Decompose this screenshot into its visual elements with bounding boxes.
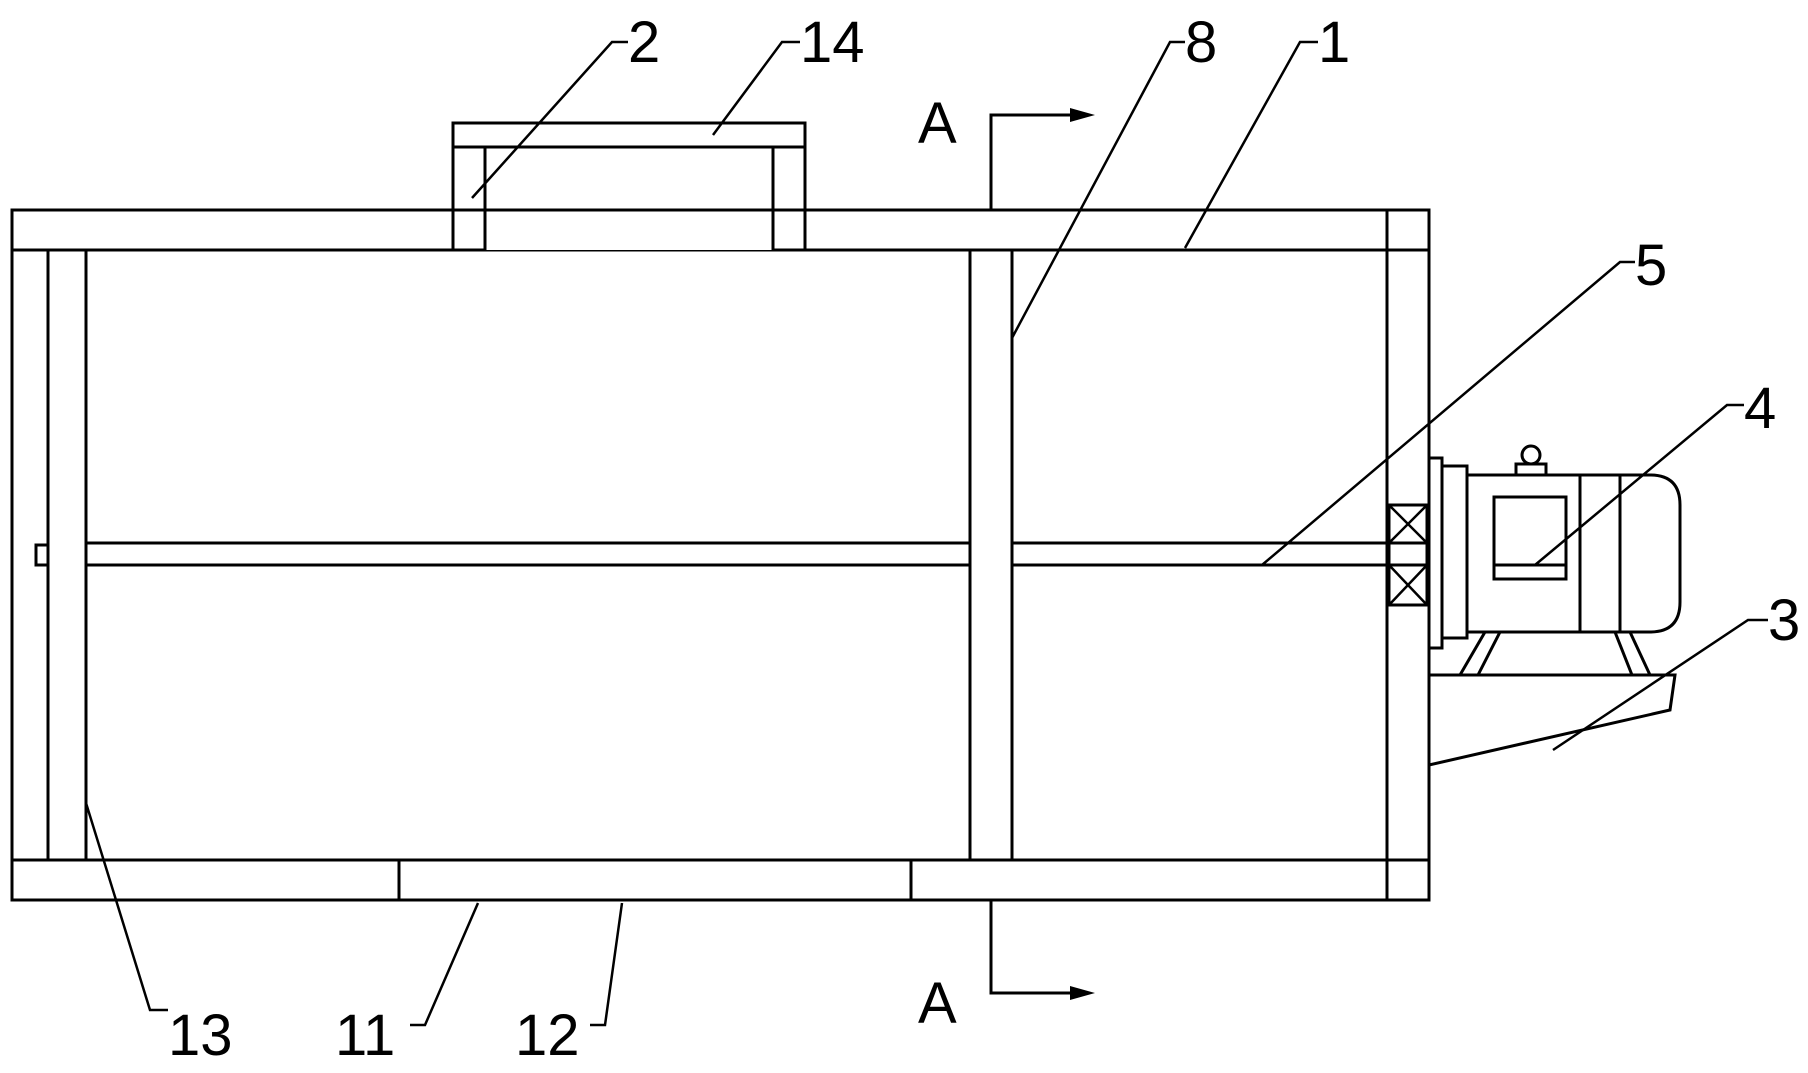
leader-4 [1534, 403, 1744, 566]
callout-8: 8 [1185, 10, 1217, 75]
motor [1427, 444, 1682, 677]
callout-12: 12 [515, 1003, 580, 1068]
leader-14 [711, 40, 800, 136]
leader-8 [1010, 40, 1185, 339]
section-line-bottom [989, 900, 1095, 1000]
leader-13 [84, 802, 168, 1012]
leader-lines [84, 40, 1768, 1027]
callout-13: 13 [168, 1003, 233, 1068]
left-plate [34, 248, 88, 862]
callout-1: 1 [1318, 10, 1350, 75]
drive-shaft [84, 503, 1431, 607]
section-label-bottom: A [918, 971, 957, 1036]
callout-14: 14 [800, 10, 865, 75]
leader-5 [1261, 260, 1635, 566]
callout-5: 5 [1635, 233, 1667, 298]
callout-4: 4 [1744, 376, 1776, 441]
leader-12 [590, 902, 624, 1027]
leader-11 [410, 902, 480, 1027]
section-line-top [989, 108, 1095, 210]
mesh-screen [397, 858, 913, 902]
callout-2: 2 [628, 10, 660, 75]
leader-2 [471, 40, 628, 199]
feed-inlet [451, 121, 807, 252]
housing-body [10, 208, 1431, 902]
callout-11: 11 [335, 1003, 395, 1068]
leader-3 [1552, 618, 1768, 752]
middle-plate [968, 248, 1014, 862]
section-label-top: A [918, 91, 957, 156]
callout-3: 3 [1768, 588, 1800, 653]
motor-bracket [1427, 673, 1677, 767]
leader-1 [1183, 40, 1318, 249]
